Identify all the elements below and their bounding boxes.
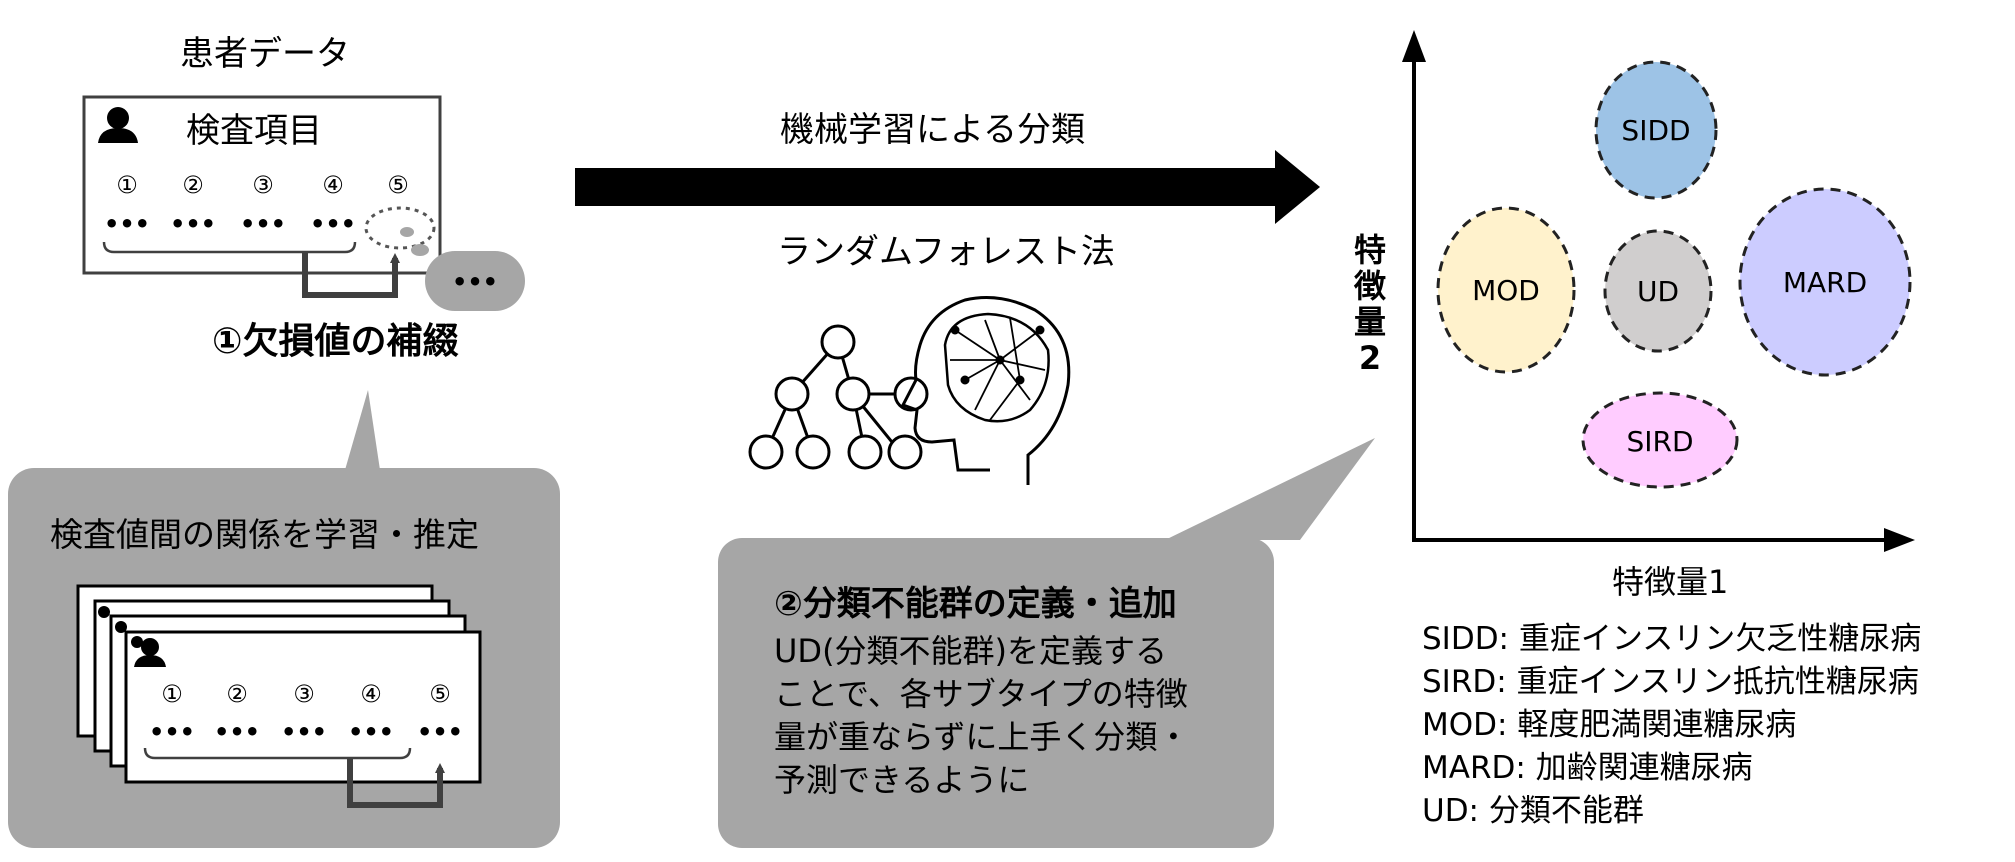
front-value-3: ••• xyxy=(281,718,327,746)
cluster-sidd-ellipse xyxy=(1594,60,1718,200)
front-item-3: ③ xyxy=(293,680,315,708)
front-value-4: ••• xyxy=(348,718,394,746)
plot-axes xyxy=(1402,30,1915,552)
front-card-bracket xyxy=(143,747,445,808)
random-forest-label: ランダムフォレスト法 xyxy=(777,232,1115,272)
legend-item-mard: MARD: 加齢関連糖尿病 xyxy=(1422,750,1753,786)
undefined-group-callout xyxy=(718,438,1375,848)
y-axis-label-char-3: 量 xyxy=(1353,303,1386,341)
learning-bubble-label: 検査値間の関係を学習・推定 xyxy=(50,515,479,554)
undefined-group-line-4: 予測できるように xyxy=(774,761,1030,799)
undefined-group-title: ②分類不能群の定義・追加 xyxy=(774,584,1177,624)
item-4: ④ xyxy=(322,171,344,199)
item-3: ③ xyxy=(252,171,274,199)
cluster-sidd-label: SIDD xyxy=(1621,114,1690,147)
decision-tree-icon xyxy=(748,324,929,470)
exam-items-title: 検査項目 xyxy=(186,111,322,151)
cluster-sird: SIRD xyxy=(1581,391,1739,489)
cluster-ud-ellipse xyxy=(1603,229,1713,353)
undefined-group-line-1: UD(分類不能群)を定義する xyxy=(774,632,1168,670)
cluster-sird-ellipse xyxy=(1581,391,1739,489)
front-card-items: ① ② ③ ④ ⑤ ••• ••• ••• ••• ••• xyxy=(149,680,463,746)
legend-item-sidd: SIDD: 重症インスリン欠乏性糖尿病 xyxy=(1422,621,1922,657)
cluster-mod: MOD xyxy=(1436,206,1576,374)
y-axis-label-char-1: 特 xyxy=(1353,231,1386,269)
patient-data-title: 患者データ xyxy=(180,34,350,74)
value-4: ••• xyxy=(310,210,356,238)
front-value-5: ••• xyxy=(417,718,463,746)
front-item-5: ⑤ xyxy=(429,680,451,708)
x-axis-label: 特徴量1 xyxy=(1612,563,1729,601)
missing-value-dotted-circle xyxy=(364,206,436,256)
front-value-2: ••• xyxy=(214,718,260,746)
legend-item-sird: SIRD: 重症インスリン抵抗性糖尿病 xyxy=(1422,664,1919,700)
value-3: ••• xyxy=(240,210,286,238)
front-item-2: ② xyxy=(226,680,248,708)
patient-card-items: ① ② ③ ④ ⑤ ••• ••• ••• ••• xyxy=(104,171,409,238)
y-axis-label-char-2: 徴 xyxy=(1353,267,1386,305)
undefined-group-line-2: ことで、各サブタイプの特徴 xyxy=(774,675,1188,713)
cluster-ud-label: UD xyxy=(1637,275,1679,308)
legend-item-mod: MOD: 軽度肥満関連糖尿病 xyxy=(1422,707,1797,743)
front-item-4: ④ xyxy=(360,680,382,708)
cluster-mard: MARD xyxy=(1738,187,1912,377)
y-axis-label: 特 徴 量 2 xyxy=(1350,232,1390,376)
cluster-mard-label: MARD xyxy=(1783,266,1867,299)
person-icon xyxy=(98,107,138,143)
cluster-mod-ellipse xyxy=(1436,206,1576,374)
cluster-sird-label: SIRD xyxy=(1626,425,1693,458)
y-axis-label-char-4: 2 xyxy=(1358,339,1382,377)
legend-item-ud: UD: 分類不能群 xyxy=(1422,793,1644,829)
cluster-ud: UD xyxy=(1603,229,1713,353)
undefined-group-body: UD(分類不能群)を定義する ことで、各サブタイプの特徴 量が重ならずに上手く分… xyxy=(774,630,1294,802)
ai-brain-head-icon xyxy=(900,296,1071,485)
undefined-group-line-3: 量が重ならずに上手く分類・ xyxy=(774,718,1190,756)
value-1: ••• xyxy=(104,210,150,238)
front-value-1: ••• xyxy=(149,718,195,746)
imputation-title: ①欠損値の補綴 xyxy=(212,321,459,362)
item-5: ⑤ xyxy=(387,171,409,199)
cluster-mard-ellipse xyxy=(1738,187,1912,377)
stacked-patient-cards xyxy=(76,584,482,784)
item-2: ② xyxy=(182,171,204,199)
machine-learning-label: 機械学習による分類 xyxy=(780,110,1085,150)
classification-arrow xyxy=(575,150,1320,224)
value-2: ••• xyxy=(170,210,216,238)
patient-card-bracket xyxy=(102,241,400,298)
cluster-mod-label: MOD xyxy=(1472,274,1540,307)
imputed-value: ••• xyxy=(452,268,498,296)
front-card-person-icon xyxy=(134,638,166,667)
cluster-sidd: SIDD xyxy=(1594,60,1718,200)
front-item-1: ① xyxy=(161,680,183,708)
imputed-value-bubble: ••• xyxy=(425,251,525,311)
item-1: ① xyxy=(116,171,138,199)
patient-card xyxy=(82,95,442,275)
legend: SIDD: 重症インスリン欠乏性糖尿病 SIRD: 重症インスリン抵抗性糖尿病 … xyxy=(1422,618,1921,833)
